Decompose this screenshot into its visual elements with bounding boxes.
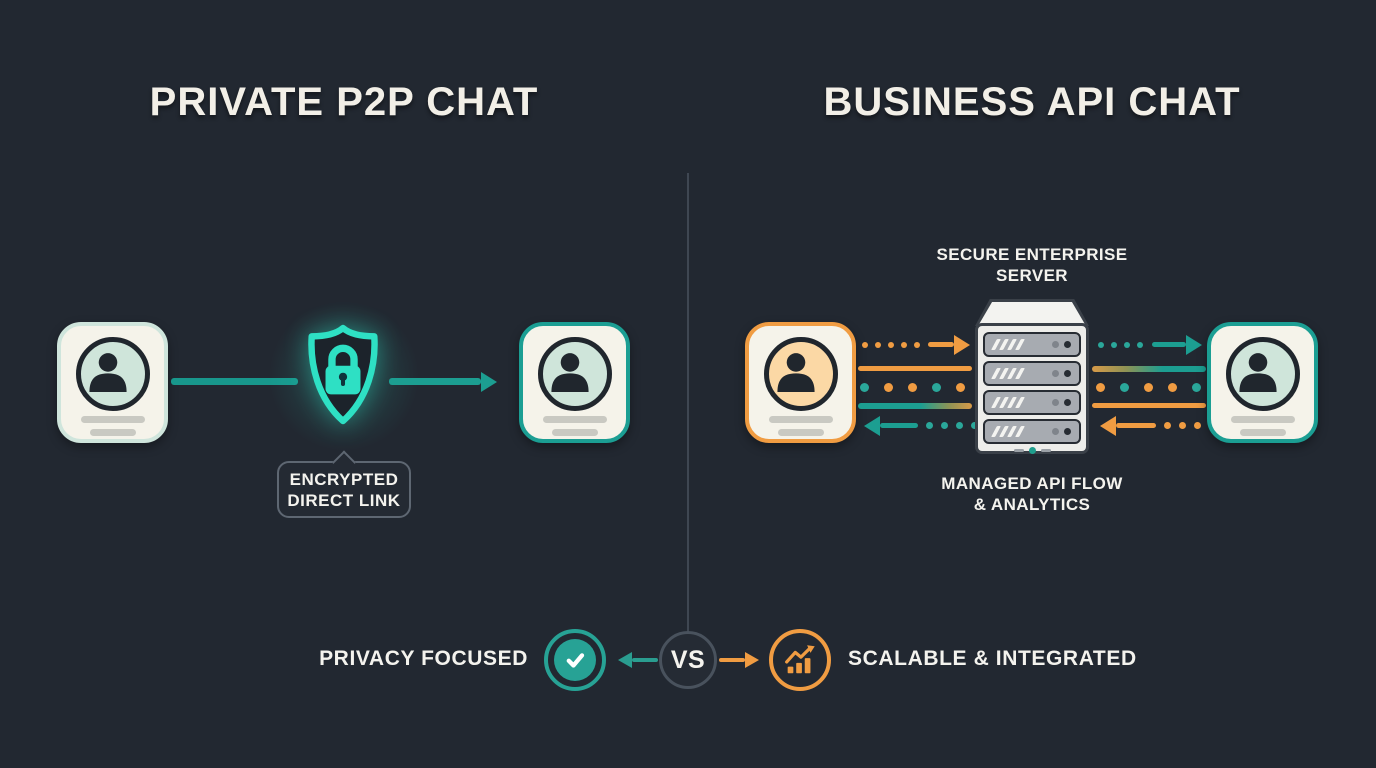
right-panel-title: BUSINESS API CHAT [823, 80, 1241, 124]
flow-caption-line1: MANAGED API FLOW [941, 474, 1123, 493]
text-placeholder-line [542, 416, 607, 423]
p2p-link-line-left [171, 378, 298, 385]
growth-chart-icon [785, 645, 815, 674]
flow-caption-line2: & ANALYTICS [973, 495, 1091, 514]
p2p-user-card-right [519, 322, 630, 443]
return-arrow-left-icon [1116, 423, 1156, 428]
vs-badge: VS [659, 631, 717, 689]
server-top-face [975, 299, 1089, 326]
text-placeholder-line [768, 416, 833, 423]
user-avatar-icon [75, 337, 150, 411]
flow-caption: MANAGED API FLOW & ANALYTICS [862, 473, 1202, 515]
server-caption-line1: SECURE ENTERPRISE [936, 245, 1128, 264]
response-arrow-left-icon [880, 423, 918, 428]
checkmark-icon [554, 639, 596, 681]
callout-line1: ENCRYPTED [289, 469, 399, 489]
request-dotted-flow-right [1098, 342, 1143, 348]
enterprise-server-rack-icon [975, 323, 1089, 454]
response-dotted-flow-left [926, 422, 978, 429]
privacy-check-badge [544, 629, 606, 691]
encryption-shield-lock-icon [297, 316, 389, 434]
text-placeholder-line [1239, 429, 1286, 436]
api-channel-line-orange [858, 366, 972, 371]
vertical-divider [687, 173, 689, 632]
server-rack-unit [983, 332, 1081, 357]
server-caption-line2: SERVER [995, 266, 1068, 285]
server-caption: SECURE ENTERPRISE SERVER [862, 244, 1202, 286]
api-channel-line-gradient [858, 403, 972, 409]
delivery-arrow-right-icon [1152, 342, 1186, 347]
p2p-user-card-left [57, 322, 168, 443]
server-status-led [983, 447, 1081, 454]
vs-arrow-left-icon [632, 658, 658, 662]
encrypted-link-callout: ENCRYPTED DIRECT LINK [277, 450, 411, 518]
server-rack-unit [983, 361, 1081, 386]
business-user-card-right [1207, 322, 1318, 443]
scalable-integrated-label: SCALABLE & INTEGRATED [848, 647, 1137, 670]
text-placeholder-line [777, 429, 824, 436]
p2p-link-arrow-right-icon [389, 378, 481, 385]
data-packet-dots-right [1096, 383, 1201, 392]
user-avatar-icon [763, 337, 838, 411]
request-arrow-right-icon [928, 342, 954, 347]
scalability-chart-badge [769, 629, 831, 691]
business-user-card-left [745, 322, 856, 443]
api-channel-line-orange [1092, 403, 1206, 408]
callout-line2: DIRECT LINK [287, 490, 401, 510]
user-avatar-icon [1225, 337, 1300, 411]
user-avatar-icon [537, 337, 612, 411]
api-channel-line-gradient [1092, 366, 1206, 372]
left-panel-title: PRIVATE P2P CHAT [149, 80, 539, 124]
server-rack-unit [983, 390, 1081, 415]
text-placeholder-line [1230, 416, 1295, 423]
data-packet-dots-left [860, 383, 965, 392]
request-dotted-flow-left [862, 342, 920, 348]
text-placeholder-line [89, 429, 136, 436]
server-rack-unit [983, 419, 1081, 444]
text-placeholder-line [80, 416, 145, 423]
vs-arrow-right-icon [719, 658, 745, 662]
text-placeholder-line [551, 429, 598, 436]
privacy-focused-label: PRIVACY FOCUSED [319, 647, 528, 670]
